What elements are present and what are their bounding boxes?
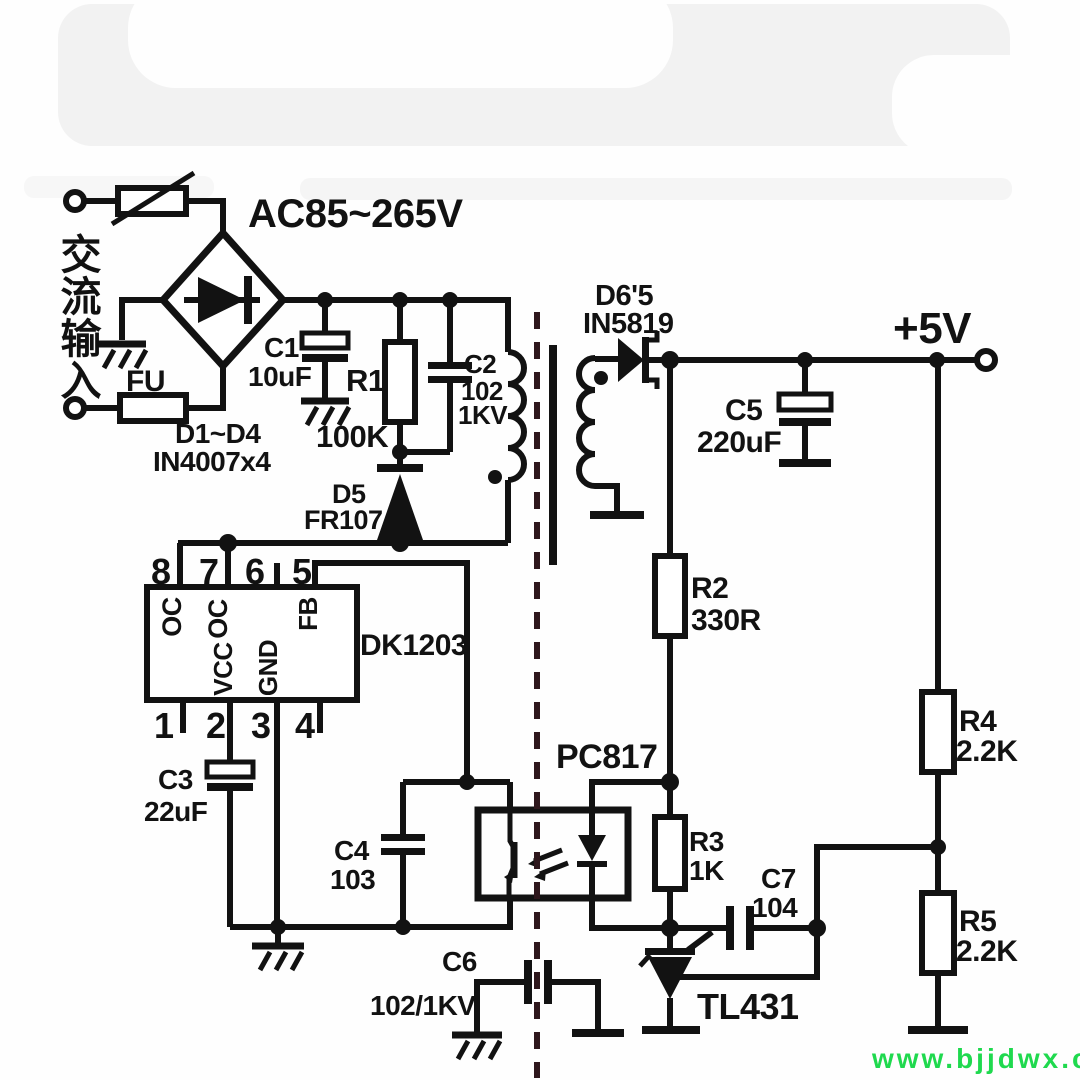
primary-grounds [98, 340, 503, 1061]
junction-dots [219, 292, 946, 937]
pin-number-8: 8 [151, 551, 171, 592]
ac-input-chinese-label: 交流输入 [54, 233, 100, 401]
ac-range-label: AC85~265V [248, 192, 463, 236]
phase-dot-primary [488, 470, 502, 484]
r5-ref-label: R5 [959, 905, 996, 938]
shunt-tl431 [638, 929, 714, 999]
pin-name-fb: FB [293, 597, 323, 631]
d5-part-label: FR107 [304, 505, 383, 535]
erased-area [300, 178, 1012, 200]
primary-winding [507, 349, 527, 483]
erased-area [128, 0, 673, 88]
resistor-r5-body [919, 890, 957, 976]
c1-ref-label: C1 [264, 332, 299, 363]
ac-input-section [63, 170, 196, 424]
pin-name-vcc: VCC [208, 642, 238, 696]
bridge-diode-bar [244, 276, 252, 324]
fuse-label: FU [126, 365, 165, 398]
cap-c1 [299, 330, 351, 362]
r3-ref-label: R3 [689, 826, 724, 857]
c1-value-label: 10uF [248, 361, 312, 392]
cap-c3 [204, 759, 256, 791]
bridge-part-label: IN4007x4 [153, 446, 271, 477]
erased-area [892, 55, 1080, 155]
pin-number-1: 1 [154, 705, 174, 746]
r3-value-label: 1K [689, 855, 724, 886]
pin-name-oc1: OC [157, 597, 187, 637]
transformer [488, 345, 608, 565]
pin-number-5: 5 [292, 551, 312, 592]
c4-ref-label: C4 [334, 835, 370, 866]
pc817-label: PC817 [556, 738, 657, 776]
diode-d6 [618, 331, 660, 389]
opto-phototransistor [504, 810, 518, 898]
resistor-r3-body [652, 814, 688, 892]
c7-ref-label: C7 [761, 863, 796, 894]
c5-value-label: 220uF [697, 426, 781, 459]
cap-c6 [524, 960, 552, 1004]
pin-number-2: 2 [206, 705, 226, 746]
pin-number-4: 4 [295, 705, 315, 746]
ic-part-label: DK1203 [360, 629, 467, 662]
resistor-r1-body [382, 339, 418, 425]
pin-name-gnd: GND [253, 640, 283, 696]
cap-c7 [726, 906, 754, 950]
r4-value-label: 2.2K [956, 735, 1018, 768]
pin-number-7: 7 [199, 551, 219, 592]
phase-dot-secondary [594, 371, 608, 385]
r2-ref-label: R2 [691, 572, 728, 605]
varistor-slash [110, 170, 196, 227]
cap-c2 [428, 362, 472, 383]
r5-value-label: 2.2K [956, 935, 1018, 968]
wires [84, 198, 977, 1032]
ground-primary-c1 [301, 397, 352, 427]
cap-c4 [381, 834, 425, 855]
ground-primary-ac [98, 340, 149, 370]
ground-primary-c6 [452, 1031, 503, 1061]
c2-ref-label: C2 [464, 349, 496, 379]
d5-ref-label: D5 [332, 479, 366, 509]
c3-ref-label: C3 [158, 764, 193, 795]
output-terminal [974, 348, 998, 372]
resistor-r2-body [652, 553, 688, 639]
pin-name-oc2: OC [203, 599, 233, 639]
cap-c5 [776, 391, 834, 426]
bridge-diode-triangle [198, 277, 245, 323]
secondary-winding [576, 355, 596, 489]
r4-ref-label: R4 [959, 705, 997, 738]
ac-terminal-bottom [63, 396, 87, 420]
optocoupler-pc817 [474, 806, 632, 902]
ground-primary-main [252, 942, 305, 972]
fuse-body [117, 392, 189, 424]
c7-value-label: 104 [752, 892, 798, 923]
bridge-ref-label: D1~D4 [175, 418, 261, 449]
c6-value-label: 102/1KV [370, 990, 476, 1021]
r1-value-label: 100K [316, 419, 389, 454]
c3-value-label: 22uF [144, 796, 208, 827]
c2-value-label: 102 [461, 376, 503, 406]
opto-led [577, 810, 607, 898]
output-5v-label: +5V [893, 304, 972, 353]
ac-terminal-top [63, 189, 87, 213]
r2-value-label: 330R [691, 604, 762, 637]
d6-ref-label: D6'5 [595, 280, 653, 312]
diode-d5 [377, 464, 423, 540]
pin-number-3: 3 [251, 705, 271, 746]
secondary-grounds [572, 459, 968, 1037]
pin-number-6: 6 [245, 551, 265, 592]
resistor-r4-body [919, 689, 957, 775]
c5-ref-label: C5 [725, 394, 762, 427]
c4-value-label: 103 [330, 864, 375, 895]
bridge-rectifier [158, 227, 288, 372]
tl431-label: TL431 [697, 986, 799, 1027]
ic-dk1203: 8 7 6 5 1 2 3 4 OC OC FB VCC GND [144, 551, 360, 746]
watermark-url: www.bjjdwx.com [872, 1043, 1080, 1074]
c2-rating-label: 1KV [458, 400, 508, 430]
d6-part-label: IN5819 [583, 308, 674, 340]
r1-ref-label: R1 [346, 363, 385, 398]
c6-ref-label: C6 [442, 946, 477, 977]
